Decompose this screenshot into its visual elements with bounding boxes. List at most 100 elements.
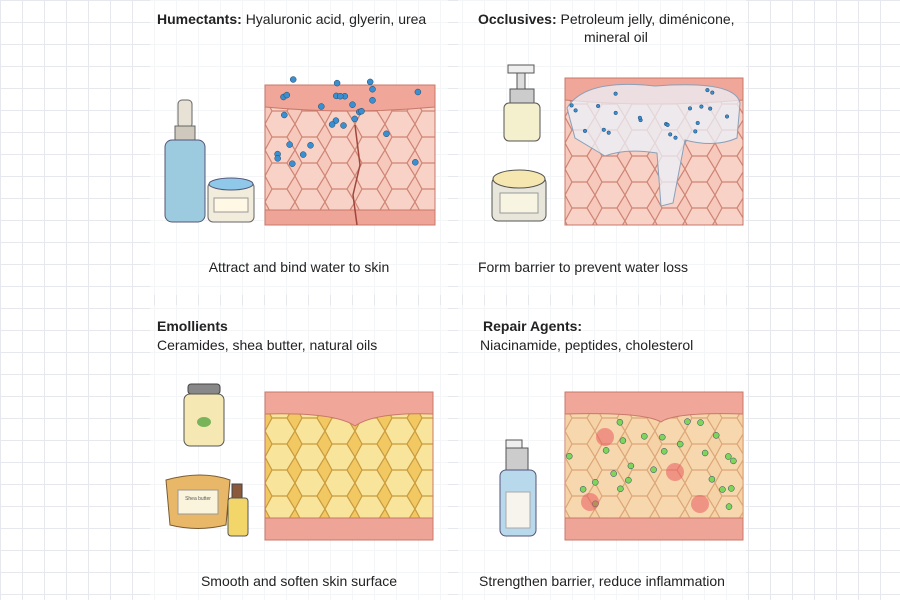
repair-particle [701, 449, 709, 457]
skin-cross-section [564, 391, 744, 541]
repair-particle [566, 452, 573, 460]
repair-particles [566, 418, 737, 513]
caption: Strengthen barrier, reduce inflammation [479, 573, 725, 589]
water-droplet [673, 135, 678, 140]
water-molecule [351, 115, 358, 123]
jar-label: Shea butter [185, 496, 211, 502]
panel-emollients: Emollients Ceramides, shea butter, natur… [150, 305, 448, 600]
water-molecule [412, 159, 419, 166]
water-droplet [665, 122, 670, 127]
water-droplet [687, 106, 693, 111]
water-molecule [332, 117, 340, 124]
water-droplet [705, 88, 710, 93]
repair-particle [627, 462, 635, 470]
water-molecule [333, 79, 341, 87]
ingredients: Hyaluronic acid, glyerin, urea [245, 11, 427, 27]
panel-title: Repair Agents: [483, 317, 582, 335]
repair-particle [617, 485, 624, 493]
water-droplet [637, 115, 642, 120]
water-molecule [383, 130, 390, 138]
ingredients-line2: mineral oil [584, 29, 648, 45]
water-droplet [606, 130, 611, 135]
water-droplet [693, 129, 698, 134]
repair-particle [725, 503, 733, 510]
panel-occlusives: Occlusives: Petroleum jelly, diménicone,… [458, 0, 746, 295]
water-molecule [369, 97, 376, 104]
shea-butter-products-illustration: Shea butter [165, 383, 249, 537]
water-molecule [283, 91, 291, 99]
ingredients: Niacinamide, peptides, cholesterol [480, 337, 694, 353]
water-molecule [337, 92, 344, 100]
caption: Attract and bind water to skin [208, 259, 390, 275]
water-droplet [708, 106, 713, 111]
repair-particle [619, 437, 627, 444]
repair-particle [708, 476, 716, 483]
water-droplet [668, 132, 673, 137]
water-molecule [366, 78, 374, 86]
water-droplet [582, 128, 588, 133]
panel-title: Occlusives: Petroleum jelly, diménicone, [478, 10, 735, 28]
panel-title: Emollients [157, 317, 228, 335]
repair-particle [641, 433, 648, 440]
water-droplet [573, 108, 578, 113]
water-droplet [724, 114, 730, 119]
water-droplet [613, 91, 618, 96]
inflammation-spot [666, 463, 684, 481]
water-droplet [699, 104, 704, 109]
water-molecule [414, 88, 422, 96]
inflammation-spot [691, 495, 709, 513]
repair-particle [616, 419, 624, 426]
repair-particle [730, 457, 737, 465]
serum-bottle-illustration [164, 99, 255, 223]
caption: Form barrier to prevent water loss [477, 259, 689, 275]
water-molecule [318, 103, 325, 110]
water-droplet [613, 110, 618, 115]
water-molecule [286, 141, 293, 148]
water-droplets [569, 88, 730, 140]
inflammation-spot [581, 493, 599, 511]
repair-particle [660, 448, 668, 455]
caption: Smooth and soften skin surface [200, 573, 398, 589]
ingredients: Petroleum jelly, diménicone, [560, 11, 735, 27]
serum-pump-bottle-illustration [499, 439, 537, 537]
inflammation-spot [596, 428, 614, 446]
water-molecule [340, 122, 347, 129]
water-molecule [307, 142, 314, 149]
repair-particle [728, 485, 735, 492]
water-molecule [299, 151, 307, 158]
repair-particle [592, 479, 599, 486]
skin-cross-section [564, 77, 744, 226]
heading: Repair Agents: [483, 318, 583, 334]
repair-particle [725, 453, 732, 460]
water-molecule [369, 85, 376, 93]
ingredients: Ceramides, shea butter, natural oils [157, 337, 378, 353]
water-molecule [289, 76, 297, 83]
repair-particle [676, 440, 684, 448]
repair-particle [712, 432, 720, 439]
heading: Emollients [157, 318, 228, 334]
water-molecule [289, 160, 296, 167]
water-droplet [710, 90, 715, 95]
repair-particle [602, 447, 610, 454]
repair-particle [684, 418, 691, 425]
pump-bottle-and-jar-illustration [491, 64, 547, 222]
water-droplet [569, 103, 574, 108]
panel-title: Humectants: Hyaluronic acid, glyerin, ur… [157, 10, 426, 28]
repair-particle [659, 433, 666, 441]
heading: Humectants: [157, 11, 242, 27]
water-droplet [695, 120, 700, 126]
water-molecules [274, 76, 422, 167]
repair-particle [650, 466, 657, 473]
panel-humectants: Humectants: Hyaluronic acid, glyerin, ur… [150, 0, 448, 295]
repair-particle [610, 470, 617, 477]
water-molecule [358, 107, 365, 115]
skin-cross-section [264, 391, 434, 541]
water-molecule [328, 121, 336, 128]
water-droplet [596, 103, 601, 109]
water-molecule [274, 155, 281, 162]
skin-cross-section [264, 76, 436, 226]
heading: Occlusives: [478, 11, 557, 27]
repair-particle [719, 486, 726, 493]
water-droplet [601, 127, 606, 132]
repair-particle [697, 419, 704, 426]
